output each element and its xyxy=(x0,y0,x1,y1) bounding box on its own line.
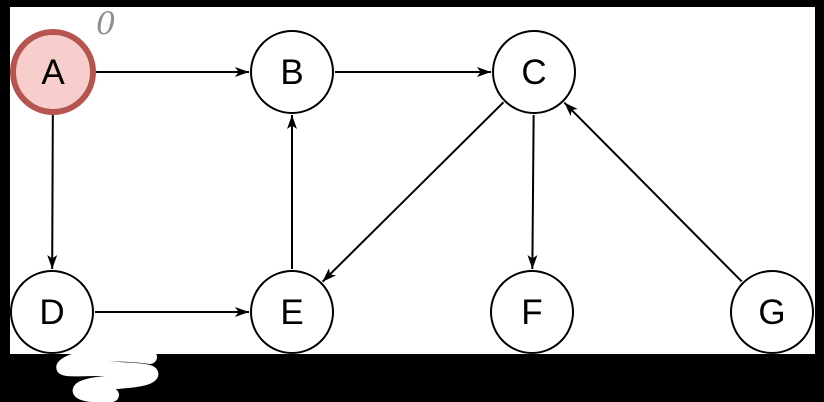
node-label-C: C xyxy=(521,53,546,92)
node-circle-G[interactable] xyxy=(730,270,814,354)
node-label-G: G xyxy=(758,293,785,332)
nodes-layer: A B C D E F G xyxy=(10,29,814,354)
visit-order-annotation: 0 xyxy=(96,6,116,42)
drawing-canvas[interactable] xyxy=(10,7,815,354)
edge-G-C[interactable] xyxy=(563,101,743,283)
node-E[interactable]: E xyxy=(250,270,334,354)
node-G[interactable]: G xyxy=(730,270,814,354)
node-label-B: B xyxy=(280,53,303,92)
node-label-E: E xyxy=(280,293,303,332)
edge-A-D[interactable] xyxy=(47,113,58,270)
node-D[interactable]: D xyxy=(10,270,94,354)
node-circle-C[interactable] xyxy=(492,30,576,114)
node-F[interactable]: F xyxy=(490,270,574,354)
white-scribble-mark xyxy=(56,347,159,402)
node-C[interactable]: C xyxy=(492,30,576,114)
node-circle-A[interactable] xyxy=(10,29,96,115)
node-B[interactable]: B xyxy=(250,30,334,114)
node-circle-F[interactable] xyxy=(490,270,574,354)
node-label-A: A xyxy=(41,53,65,92)
node-A[interactable]: A xyxy=(10,29,96,115)
edge-C-E[interactable] xyxy=(321,101,505,283)
edges-layer xyxy=(47,67,743,317)
node-circle-D[interactable] xyxy=(10,270,94,354)
edge-C-F[interactable] xyxy=(527,114,538,270)
node-circle-E[interactable] xyxy=(250,270,334,354)
node-label-D: D xyxy=(39,293,64,332)
node-circle-B[interactable] xyxy=(250,30,334,114)
node-label-F: F xyxy=(521,293,542,332)
